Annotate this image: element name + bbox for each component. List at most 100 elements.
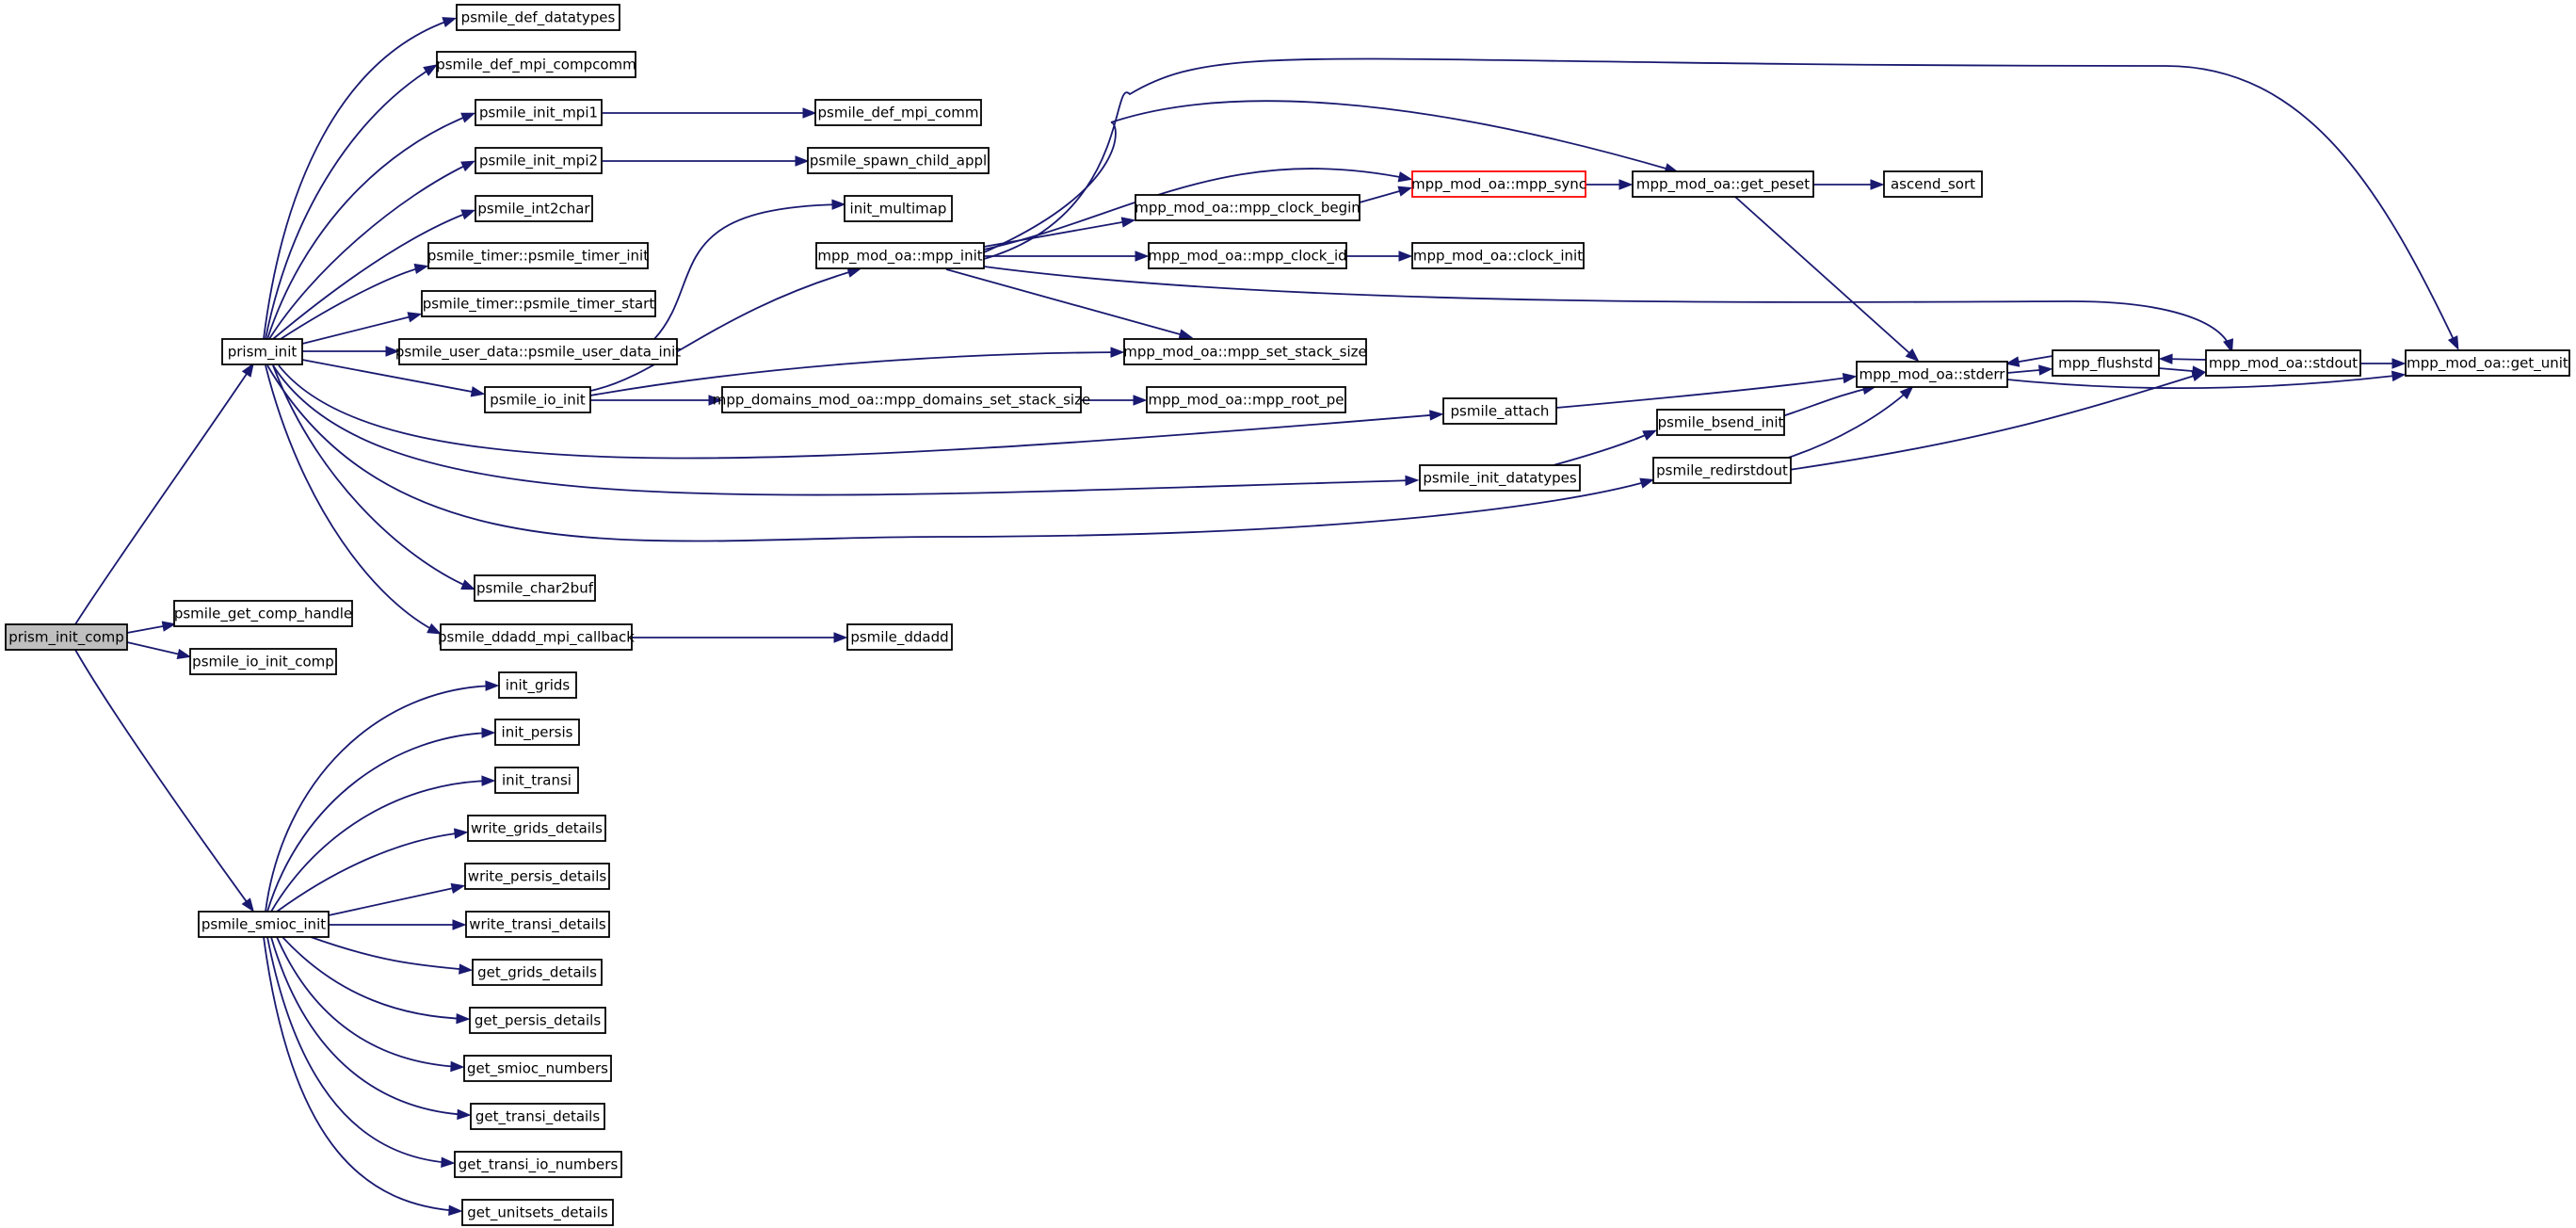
arrowhead (407, 312, 423, 323)
node-box (463, 1055, 612, 1082)
node-psmile-def-datatypes[interactable]: psmile_def_datatypes (456, 4, 620, 31)
call-edge (263, 17, 458, 340)
node-write-transi-details[interactable]: write_transi_details (465, 911, 610, 938)
arrowhead (460, 112, 476, 123)
node-init-transi[interactable]: init_transi (494, 767, 579, 794)
call-edge (589, 267, 862, 392)
call-edge-line (278, 364, 1441, 460)
node-psmile-user-data-init[interactable]: psmile_user_data::psmile_user_data_init (395, 338, 681, 365)
call-edge (603, 155, 810, 167)
node-label: mpp_mod_oa::mpp_set_stack_size (1123, 344, 1366, 362)
node-psmile-get-comp-handle[interactable]: psmile_get_comp_handle (173, 600, 353, 627)
node-mpp-root-pe[interactable]: mpp_mod_oa::mpp_root_pe (1146, 386, 1346, 413)
node-get-persis-details[interactable]: get_persis_details (469, 1007, 606, 1034)
call-edge-line (74, 364, 253, 625)
node-psmile-redirstdout[interactable]: psmile_redirstdout (1652, 457, 1792, 484)
call-edge-line (301, 314, 420, 345)
node-stdout[interactable]: mpp_mod_oa::stdout (2205, 349, 2361, 377)
node-mpp-set-stack-size[interactable]: mpp_mod_oa::mpp_set_stack_size (1123, 338, 1367, 365)
node-prism-init[interactable]: prism_init (221, 338, 303, 365)
node-clock-init[interactable]: mpp_mod_oa::clock_init (1411, 242, 1585, 269)
arrowhead (485, 680, 500, 691)
node-psmile-smioc-init[interactable]: psmile_smioc_init (198, 911, 330, 938)
node-get-smioc-numbers[interactable]: get_smioc_numbers (463, 1055, 612, 1082)
node-init-grids[interactable]: init_grids (498, 671, 577, 699)
node-box (1146, 386, 1346, 413)
node-box (470, 1103, 605, 1130)
node-psmile-int2char[interactable]: psmile_int2char (475, 195, 593, 222)
call-edge (280, 263, 429, 340)
node-psmile-ddadd[interactable]: psmile_ddadd (846, 623, 953, 651)
node-psmile-def-mpi-compcomm[interactable]: psmile_def_mpi_compcomm (436, 51, 636, 78)
call-edge-line (1555, 376, 1855, 409)
node-write-persis-details[interactable]: write_persis_details (464, 863, 610, 890)
node-box (1419, 464, 1581, 492)
node-box (475, 195, 593, 222)
node-psmile-def-mpi-comm[interactable]: psmile_def_mpi_comm (814, 99, 982, 126)
node-box (173, 600, 353, 627)
arrowhead (833, 632, 848, 643)
node-psmile-timer-start[interactable]: psmile_timer::psmile_timer_start (421, 290, 656, 317)
call-edge-line (272, 210, 474, 340)
node-label: psmile_get_comp_handle (174, 606, 352, 623)
node-mpp-clock-begin[interactable]: mpp_mod_oa::mpp_clock_begin (1135, 194, 1360, 221)
node-get-peset[interactable]: mpp_mod_oa::get_peset (1632, 170, 1814, 198)
call-edge-line (265, 364, 440, 634)
call-edge (265, 680, 500, 913)
arrowhead (1110, 347, 1125, 358)
node-mpp-init[interactable]: mpp_mod_oa::mpp_init (815, 242, 985, 269)
node-psmile-attach[interactable]: psmile_attach (1442, 397, 1557, 425)
node-stderr[interactable]: mpp_mod_oa::stderr (1856, 361, 2008, 388)
node-write-grids-details[interactable]: write_grids_details (467, 815, 606, 842)
node-label: psmile_bsend_init (1658, 414, 1784, 432)
node-box (456, 4, 620, 31)
arrowhead (481, 727, 496, 738)
call-edge-line (282, 936, 468, 1020)
node-psmile-char2buf[interactable]: psmile_char2buf (474, 574, 596, 602)
arrowhead (1398, 250, 1413, 262)
arrowhead (1178, 329, 1194, 340)
call-edge-line (272, 364, 1417, 496)
call-edge-line (2006, 374, 2404, 389)
node-mpp-domains-set-stack-size[interactable]: mpp_domains_mod_oa::mpp_domains_set_stac… (713, 386, 1090, 413)
node-box (440, 623, 633, 651)
node-get-unit[interactable]: mpp_mod_oa::get_unit (2405, 349, 2570, 377)
node-box (469, 1007, 606, 1034)
node-init-multimap[interactable]: init_multimap (844, 195, 953, 222)
node-psmile-init-mpi1[interactable]: psmile_init_mpi1 (475, 99, 603, 126)
node-get-transi-details[interactable]: get_transi_details (470, 1103, 605, 1130)
call-edge (2004, 355, 2053, 367)
node-psmile-bsend-init[interactable]: psmile_bsend_init (1656, 409, 1785, 436)
node-prism-init-comp[interactable]: prism_init_comp (5, 623, 128, 651)
node-label: psmile_def_datatypes (461, 9, 616, 27)
arrowhead (457, 1108, 472, 1121)
node-psmile-io-init[interactable]: psmile_io_init (484, 386, 591, 413)
node-psmile-init-datatypes[interactable]: psmile_init_datatypes (1419, 464, 1581, 492)
call-edge (266, 364, 1655, 542)
node-label: psmile_char2buf (476, 580, 594, 598)
call-edge (589, 347, 1125, 396)
node-get-unitsets-details[interactable]: get_unitsets_details (461, 1199, 614, 1226)
node-box (1411, 242, 1585, 269)
node-mpp-sync[interactable]: mpp_mod_oa::mpp_sync (1411, 170, 1586, 198)
node-label: get_persis_details (475, 1012, 602, 1030)
arrowhead (452, 919, 467, 930)
node-init-persis[interactable]: init_persis (494, 719, 580, 746)
call-edge (2360, 358, 2407, 369)
node-psmile-io-init-comp[interactable]: psmile_io_init_comp (189, 648, 337, 675)
node-box (844, 195, 953, 222)
node-get-transi-io-numbers[interactable]: get_transi_io_numbers (454, 1151, 622, 1178)
call-edge (272, 209, 476, 340)
node-mpp-flushstd[interactable]: mpp_flushstd (2052, 349, 2160, 377)
node-label: write_transi_details (469, 916, 606, 934)
node-psmile-ddadd-mpi-callback[interactable]: psmile_ddadd_mpi_callback (438, 623, 635, 651)
node-label: psmile_io_init (490, 392, 586, 410)
call-edge (270, 936, 472, 1121)
node-label: prism_init_comp (8, 629, 124, 647)
node-ascend-sort[interactable]: ascend_sort (1883, 170, 1983, 198)
node-psmile-spawn-child-appl[interactable]: psmile_spawn_child_appl (807, 147, 990, 174)
node-psmile-init-mpi2[interactable]: psmile_init_mpi2 (475, 147, 603, 174)
node-mpp-clock-id[interactable]: mpp_mod_oa::mpp_clock_id (1148, 242, 1347, 269)
node-psmile-timer-init[interactable]: psmile_timer::psmile_timer_init (427, 242, 649, 269)
node-get-grids-details[interactable]: get_grids_details (472, 959, 603, 986)
